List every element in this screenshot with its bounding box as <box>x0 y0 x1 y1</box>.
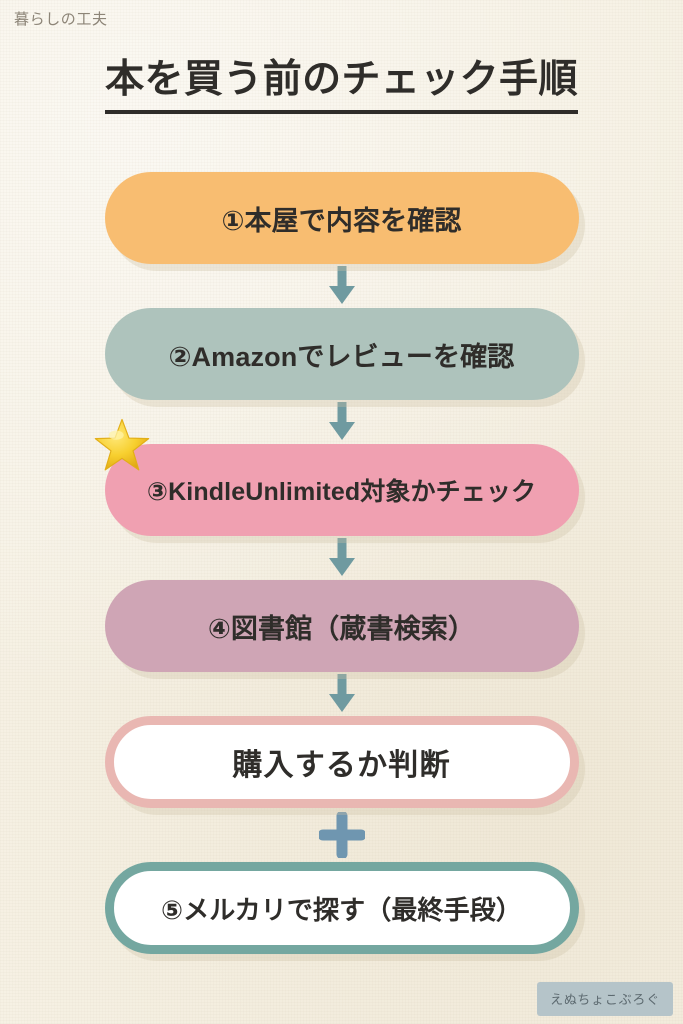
flow-step-6-label: ⑤メルカリで探す（最終手段） <box>160 894 523 925</box>
flow-step-3: ③KindleUnlimited対象かチェック <box>94 418 579 536</box>
page-title: 本を買う前のチェック手順 <box>105 58 578 114</box>
star-icon <box>94 418 149 471</box>
flow-step-5-label: 購入するか判断 <box>232 749 451 782</box>
watermark-label: えぬちょこぶろぐ <box>550 992 660 1007</box>
arrow-down-icon <box>328 538 355 576</box>
flow-step-1-label: ①本屋で内容を確認 <box>221 205 462 236</box>
connector-4-5 <box>322 672 362 716</box>
arrow-down-icon <box>328 266 355 304</box>
flow-step-4: ④図書館（蔵書検索） <box>104 580 579 672</box>
plus-icon <box>318 812 365 858</box>
flow-step-5: 購入するか判断 <box>104 716 579 808</box>
flow-step-4-label: ④図書館（蔵書検索） <box>207 613 476 644</box>
connector-3-4 <box>322 536 362 580</box>
flow-step-3-label: ③KindleUnlimited対象かチェック <box>146 478 537 506</box>
flowchart: ①本屋で内容を確認 ②Amazonでレビューを確認 <box>0 172 683 954</box>
arrow-down-icon <box>328 402 355 440</box>
flow-step-2: ②Amazonでレビューを確認 <box>104 308 579 400</box>
brand-label: 暮らしの工夫 <box>14 11 108 28</box>
connector-1-2 <box>322 264 362 308</box>
connector-2-3 <box>322 400 362 444</box>
flow-step-6: ⑤メルカリで探す（最終手段） <box>104 862 579 954</box>
flow-step-1: ①本屋で内容を確認 <box>104 172 579 264</box>
arrow-down-icon <box>328 674 355 712</box>
connector-5-6 <box>312 808 372 862</box>
watermark-badge: えぬちょこぶろぐ <box>537 982 673 1016</box>
page-title-container: 本を買う前のチェック手順 <box>0 58 683 114</box>
flow-step-2-label: ②Amazonでレビューを確認 <box>168 341 515 372</box>
